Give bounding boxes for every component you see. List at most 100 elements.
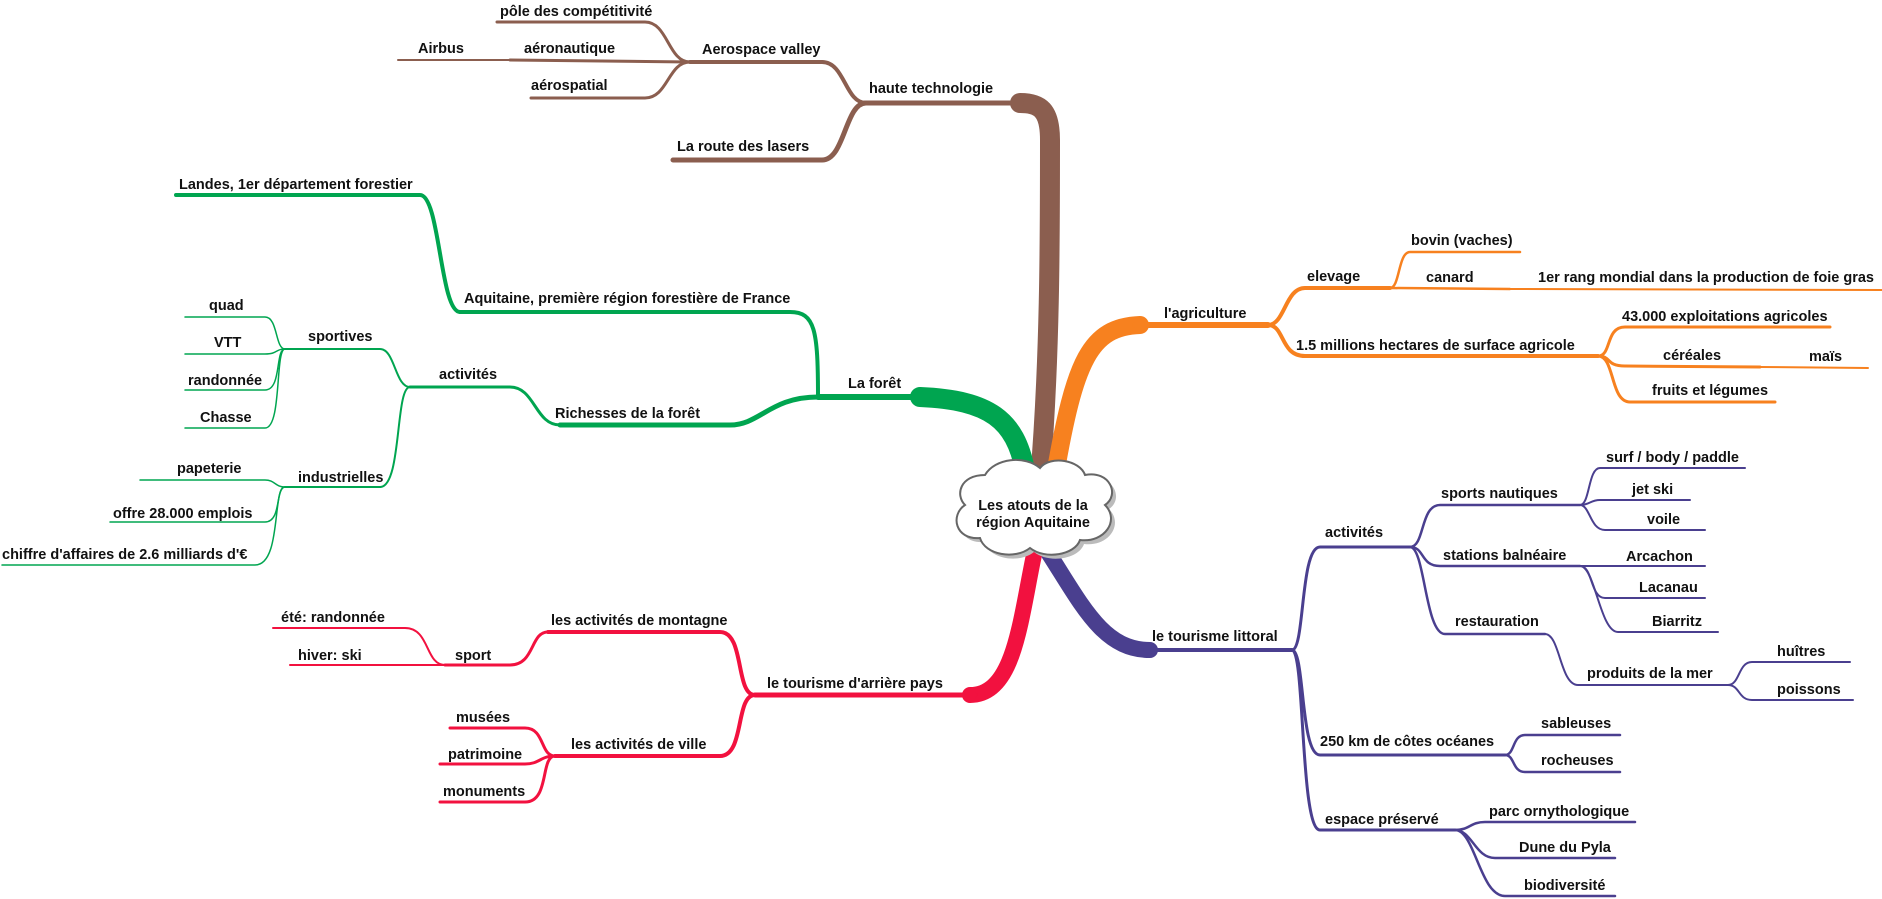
link-surface [1266,323,1600,358]
label-offre-emplois[interactable]: offre 28.000 emplois [113,506,252,522]
link-bovin [1388,250,1522,290]
link-sport [443,630,550,667]
label-cotes-oceanes[interactable]: 250 km de côtes océanes [1320,734,1494,750]
label-vtt[interactable]: VTT [214,335,242,351]
label-huitres[interactable]: huîtres [1777,644,1825,660]
link-sportives [284,348,411,388]
label-la-foret[interactable]: La forêt [848,376,901,392]
label-jet-ski[interactable]: jet ski [1631,482,1673,498]
label-canard[interactable]: canard [1426,270,1474,286]
link-jetski [1579,499,1691,506]
label-espace-preserve[interactable]: espace préservé [1325,812,1439,828]
link-huitres [1727,661,1851,686]
label-mais[interactable]: maïs [1809,349,1842,365]
label-foie-gras[interactable]: 1er rang mondial dans la production de f… [1538,270,1874,286]
label-poissons[interactable]: poissons [1777,682,1841,698]
label-activites-littoral[interactable]: activités [1325,525,1383,541]
link-chiffre [1,486,286,566]
label-sport[interactable]: sport [455,648,491,664]
label-dune-pyla[interactable]: Dune du Pyla [1519,840,1612,856]
label-rocheuses[interactable]: rocheuses [1541,753,1614,769]
link-lasers [670,100,869,163]
link-sableuses [1503,733,1622,757]
label-monuments[interactable]: monuments [443,784,525,800]
central-title-line2: région Aquitaine [976,515,1090,531]
branch-agriculture [1046,250,1882,484]
label-tourisme-littoral[interactable]: le tourisme littoral [1152,629,1278,645]
label-industrielles[interactable]: industrielles [298,470,383,486]
central-title-line1: Les atouts de la [978,498,1089,514]
branch-haute-technologie [397,20,1061,490]
label-bovin[interactable]: bovin (vaches) [1411,233,1513,249]
label-aquitaine-region[interactable]: Aquitaine, première région forestière de… [464,291,790,307]
label-patrimoine[interactable]: patrimoine [448,747,522,763]
label-poles-competitivite[interactable]: pôle des compétitivité [500,4,652,20]
label-voile[interactable]: voile [1647,512,1680,528]
label-parc-ornythologique[interactable]: parc ornythologique [1489,804,1629,820]
link-ete [272,627,446,666]
branch-littoral [1032,467,1854,898]
link-vtt [184,348,286,355]
label-richesses[interactable]: Richesses de la forêt [555,406,700,422]
label-elevage[interactable]: elevage [1307,269,1360,285]
link-parc [1453,820,1637,832]
link-surf [1579,467,1746,506]
label-surface-agricole[interactable]: 1.5 millions hectares de surface agricol… [1296,338,1575,354]
label-sports-nautiques[interactable]: sports nautiques [1441,486,1558,502]
label-aerospatial[interactable]: aérospatial [531,78,608,94]
label-randonnee[interactable]: randonnée [188,373,262,389]
label-biodiversite[interactable]: biodiversité [1524,878,1605,894]
link-quad [184,316,286,350]
link-industrielles [284,386,411,488]
label-haute-technologie[interactable]: haute technologie [869,81,993,97]
branch-arriere-pays [272,542,1043,804]
label-lacanau[interactable]: Lacanau [1639,580,1698,596]
link-rocheuses [1503,753,1622,774]
label-agriculture[interactable]: l'agriculture [1164,306,1246,322]
link-papeterie [139,479,286,488]
link-region [458,310,820,399]
label-stations-balneaire[interactable]: stations balnéaire [1443,548,1566,564]
link-chasse [184,348,286,429]
main-link-arriere [962,542,1043,703]
link-produits [1544,633,1729,686]
label-restauration[interactable]: restauration [1455,614,1539,630]
label-surf[interactable]: surf / body / paddle [1606,450,1739,466]
link-aerospace [820,60,868,105]
link-richesses [557,394,821,428]
label-cereales[interactable]: céréales [1663,348,1721,364]
label-fruits-legumes[interactable]: fruits et légumes [1652,383,1768,399]
label-biarritz[interactable]: Biarritz [1652,614,1702,630]
label-quad[interactable]: quad [209,298,244,314]
branch-foret [1,193,1035,566]
link-voile [1579,504,1706,531]
link-ville [553,693,757,758]
link-activites-lit [1290,545,1412,652]
label-activites-montagne[interactable]: les activités de montagne [551,613,727,629]
link-biodiversite [1453,828,1617,898]
link-espace [1290,648,1457,832]
label-arcachon[interactable]: Arcachon [1626,549,1693,565]
label-landes[interactable]: Landes, 1er département forestier [179,177,413,193]
label-exploitations[interactable]: 43.000 exploitations agricoles [1622,309,1828,325]
label-musees[interactable]: musées [456,710,510,726]
label-tourisme-arriere-pays[interactable]: le tourisme d'arrière pays [767,676,943,692]
label-airbus[interactable]: Airbus [418,41,464,57]
label-aeronautique[interactable]: aéronautique [524,41,615,57]
label-ete-randonnee[interactable]: été: randonnée [281,610,385,626]
label-aerospace-valley[interactable]: Aerospace valley [702,42,821,58]
label-sableuses[interactable]: sableuses [1541,716,1611,732]
link-montagne [546,630,757,697]
link-nautiques [1408,503,1582,549]
label-hiver-ski[interactable]: hiver: ski [298,648,362,664]
label-route-lasers[interactable]: La route des lasers [677,139,809,155]
label-activites-ville[interactable]: les activités de ville [571,737,706,753]
label-sportives[interactable]: sportives [308,329,372,345]
label-chiffre-affaires[interactable]: chiffre d'affaires de 2.6 milliards d'€ [2,547,247,563]
label-produits-mer[interactable]: produits de la mer [1587,666,1713,682]
label-chasse[interactable]: Chasse [200,410,252,426]
central-topic[interactable]: Les atouts de la région Aquitaine [955,458,1117,559]
label-activites-foret[interactable]: activités [439,367,497,383]
label-papeterie[interactable]: papeterie [177,461,241,477]
